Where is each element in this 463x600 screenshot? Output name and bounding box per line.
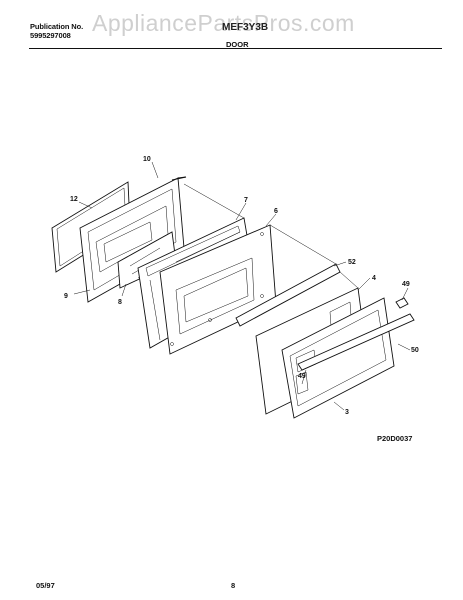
part-outer-door-panel [281, 297, 395, 419]
publication-number: 5995297008 [30, 31, 71, 40]
section-title: DOOR [226, 40, 249, 49]
callout-52: 52 [348, 259, 356, 266]
part-door-handle [297, 313, 415, 371]
callout-7: 7 [244, 197, 248, 204]
callout-8: 8 [118, 299, 122, 306]
page-number: 8 [231, 581, 236, 590]
callout-10: 10 [143, 156, 151, 163]
header-rule [29, 48, 442, 49]
callout-3: 3 [345, 409, 349, 416]
figure-id: P20D0037 [377, 434, 413, 443]
model-number: MEF3Y3B [222, 22, 269, 33]
callout-49-bottom: 49 [298, 373, 306, 380]
callout-9: 9 [64, 293, 68, 300]
publication-label: Publication No. [30, 22, 84, 31]
callout-leaders [73, 161, 411, 411]
callout-49-top: 49 [402, 281, 410, 288]
alignment-lines [175, 183, 359, 289]
callout-labels: 10 12 7 6 9 8 52 4 49 50 49 3 [64, 156, 419, 416]
callout-12: 12 [70, 196, 78, 203]
footer-date: 05/97 [36, 581, 55, 590]
part-handle-end-cap [395, 297, 409, 309]
watermark-text: AppliancePartsPros.com [92, 10, 355, 36]
callout-6: 6 [274, 208, 278, 215]
callout-50: 50 [411, 347, 419, 354]
callout-4: 4 [372, 275, 376, 282]
